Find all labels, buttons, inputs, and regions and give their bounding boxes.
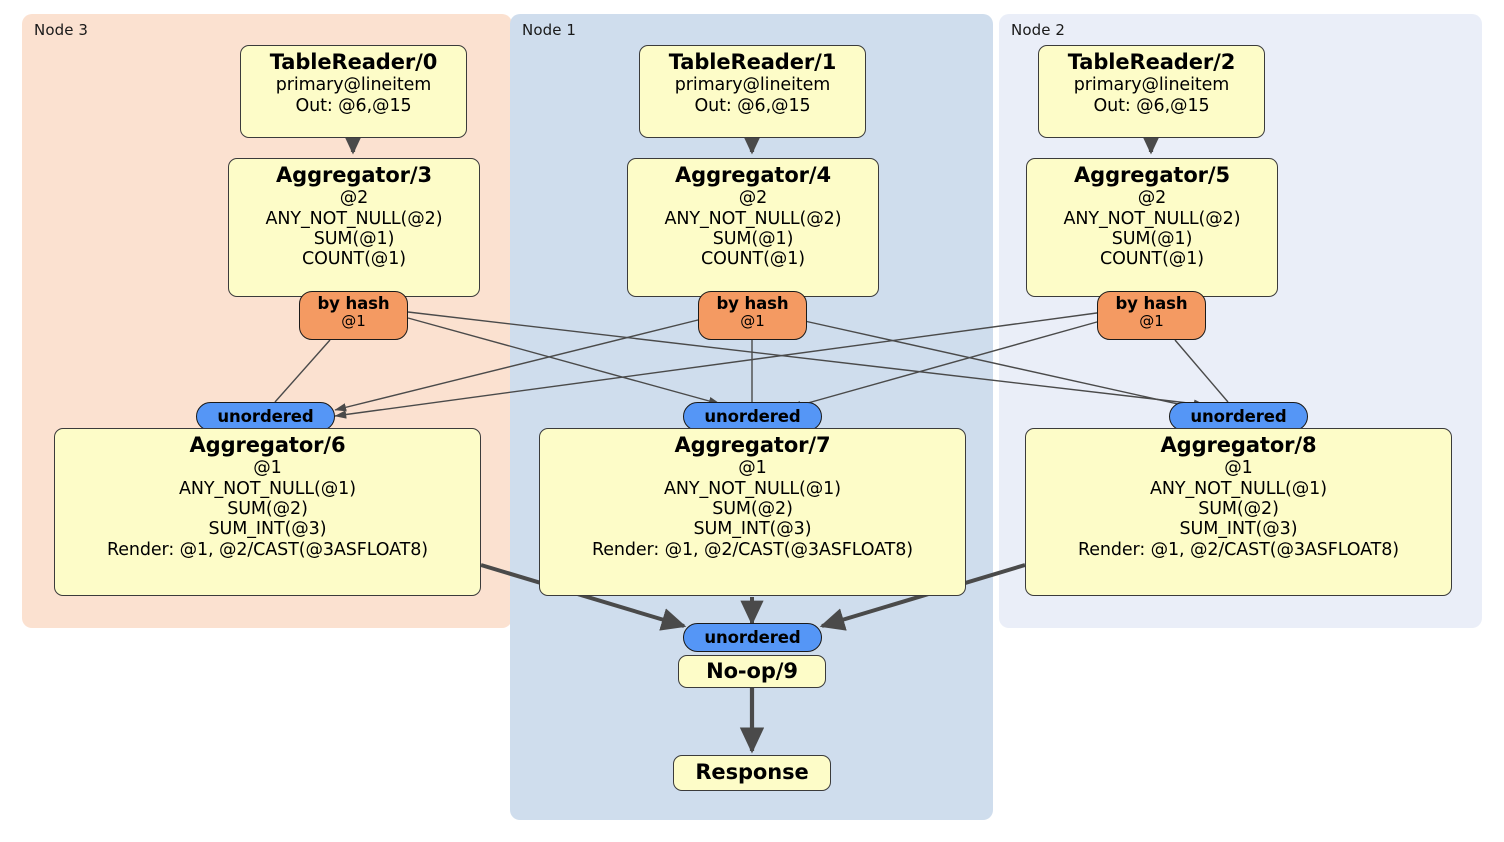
stream-label: unordered — [704, 628, 801, 647]
router-subtitle: @1 — [341, 312, 366, 331]
router-title: by hash — [716, 294, 789, 313]
processor-detail-line: SUM(@2) — [227, 498, 308, 519]
processor-title: Aggregator/3 — [275, 163, 433, 187]
node-panel-label-node1: Node 1 — [522, 21, 577, 39]
processor-detail-line: SUM(@2) — [712, 498, 793, 519]
router-subtitle: @1 — [1139, 312, 1164, 331]
processor-noop-9[interactable]: No-op/9 — [678, 655, 826, 688]
processor-title: Aggregator/5 — [1073, 163, 1231, 187]
stream-unordered-right[interactable]: unordered — [1169, 402, 1308, 431]
processor-aggregator-3[interactable]: Aggregator/3 @2 ANY_NOT_NULL(@2) SUM(@1)… — [228, 158, 480, 297]
router-by-hash-aggregator5[interactable]: by hash @1 — [1097, 291, 1206, 340]
processor-aggregator-8[interactable]: Aggregator/8 @1 ANY_NOT_NULL(@1) SUM(@2)… — [1025, 428, 1452, 596]
processor-tablereader-0[interactable]: TableReader/0 primary@lineitem Out: @6,@… — [240, 45, 467, 138]
processor-title: Aggregator/7 — [674, 433, 831, 457]
processor-detail-line: @2 — [738, 188, 768, 209]
processor-detail-line: Out: @6,@15 — [1093, 95, 1210, 116]
processor-aggregator-7[interactable]: Aggregator/7 @1 ANY_NOT_NULL(@1) SUM(@2)… — [539, 428, 966, 596]
processor-title: TableReader/0 — [269, 50, 438, 74]
processor-detail-line: SUM_INT(@3) — [1179, 519, 1298, 540]
processor-detail-line: Out: @6,@15 — [295, 95, 412, 116]
router-subtitle: @1 — [740, 312, 765, 331]
processor-detail-line: ANY_NOT_NULL(@2) — [664, 208, 842, 229]
processor-detail-line: ANY_NOT_NULL(@1) — [1150, 478, 1327, 499]
processor-detail-line: Render: @1, @2/CAST(@3ASFLOAT8) — [1077, 539, 1400, 560]
processor-detail-line: ANY_NOT_NULL(@2) — [265, 208, 443, 229]
processor-tablereader-1[interactable]: TableReader/1 primary@lineitem Out: @6,@… — [639, 45, 866, 138]
router-title: by hash — [317, 294, 390, 313]
stream-label: unordered — [217, 407, 314, 426]
processor-detail-line: COUNT(@1) — [302, 249, 406, 270]
processor-title: TableReader/1 — [668, 50, 837, 74]
processor-detail-line: @1 — [1224, 458, 1253, 479]
router-by-hash-aggregator4[interactable]: by hash @1 — [698, 291, 807, 340]
router-title: by hash — [1115, 294, 1188, 313]
stream-unordered-mid[interactable]: unordered — [683, 402, 822, 431]
processor-detail-line: Render: @1, @2/CAST(@3ASFLOAT8) — [591, 539, 914, 560]
processor-detail-line: COUNT(@1) — [1100, 249, 1204, 270]
processor-aggregator-4[interactable]: Aggregator/4 @2 ANY_NOT_NULL(@2) SUM(@1)… — [627, 158, 879, 297]
processor-detail-line: Out: @6,@15 — [694, 95, 811, 116]
processor-detail-line: @1 — [253, 458, 282, 479]
processor-aggregator-5[interactable]: Aggregator/5 @2 ANY_NOT_NULL(@2) SUM(@1)… — [1026, 158, 1278, 297]
processor-detail-line: SUM(@1) — [712, 228, 794, 249]
processor-response[interactable]: Response — [673, 755, 831, 791]
processor-detail-line: ANY_NOT_NULL(@2) — [1063, 208, 1241, 229]
processor-title: No-op/9 — [706, 659, 798, 683]
router-by-hash-aggregator3[interactable]: by hash @1 — [299, 291, 408, 340]
processor-detail-line: primary@lineitem — [1073, 75, 1230, 96]
processor-detail-line: @2 — [1137, 188, 1167, 209]
processor-aggregator-6[interactable]: Aggregator/6 @1 ANY_NOT_NULL(@1) SUM(@2)… — [54, 428, 481, 596]
processor-detail-line: primary@lineitem — [674, 75, 831, 96]
stream-label: unordered — [704, 407, 801, 426]
processor-title: Aggregator/8 — [1160, 433, 1317, 457]
stream-unordered-left[interactable]: unordered — [196, 402, 335, 431]
stream-label: unordered — [1190, 407, 1287, 426]
processor-detail-line: COUNT(@1) — [701, 249, 805, 270]
processor-detail-line: @1 — [738, 458, 767, 479]
processor-tablereader-2[interactable]: TableReader/2 primary@lineitem Out: @6,@… — [1038, 45, 1265, 138]
processor-detail-line: SUM_INT(@3) — [208, 519, 327, 540]
processor-detail-line: SUM_INT(@3) — [693, 519, 812, 540]
stream-unordered-final[interactable]: unordered — [683, 623, 822, 652]
node-panel-label-node2: Node 2 — [1011, 21, 1066, 39]
processor-detail-line: SUM(@1) — [1111, 228, 1193, 249]
processor-detail-line: ANY_NOT_NULL(@1) — [664, 478, 841, 499]
processor-detail-line: @2 — [339, 188, 369, 209]
processor-title: Response — [695, 760, 809, 784]
processor-detail-line: SUM(@1) — [313, 228, 395, 249]
processor-detail-line: SUM(@2) — [1198, 498, 1279, 519]
processor-detail-line: Render: @1, @2/CAST(@3ASFLOAT8) — [106, 539, 429, 560]
node-panel-label-node3: Node 3 — [34, 21, 89, 39]
processor-detail-line: primary@lineitem — [275, 75, 432, 96]
processor-detail-line: ANY_NOT_NULL(@1) — [179, 478, 356, 499]
processor-title: TableReader/2 — [1067, 50, 1236, 74]
processor-title: Aggregator/4 — [674, 163, 832, 187]
processor-title: Aggregator/6 — [189, 433, 346, 457]
